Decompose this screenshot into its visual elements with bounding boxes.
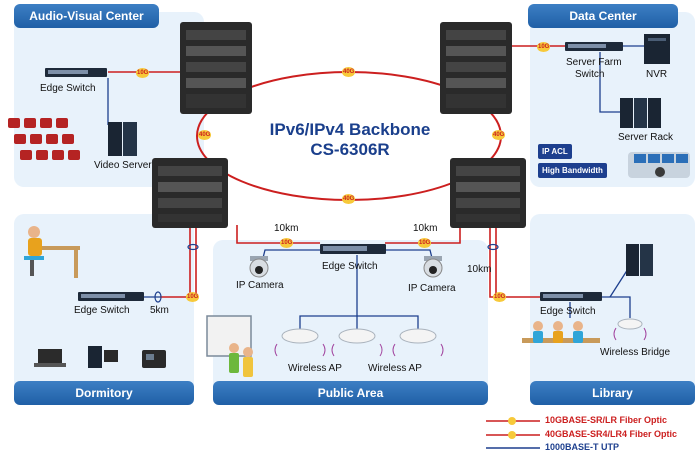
ip-camera-right-icon xyxy=(423,256,443,278)
core-switch-bottom-right xyxy=(450,158,526,228)
edge-switch-dorm xyxy=(78,292,144,301)
edge-switch-av xyxy=(45,68,107,77)
library-rack-icon xyxy=(626,244,653,276)
label-ip-camera-right: IP Camera xyxy=(408,283,456,294)
zone-title-dormitory: Dormitory xyxy=(14,381,194,405)
label-server-rack: Server Rack xyxy=(618,132,674,143)
server-farm-switch xyxy=(565,42,623,51)
fiber-tag-public-right: 10G xyxy=(418,238,432,248)
desktop-pc-icon xyxy=(88,346,118,368)
nvr-icon xyxy=(644,34,670,64)
backbone-model: CS-6306R xyxy=(310,140,390,159)
label-video-server: Video Server xyxy=(94,160,152,171)
wireless-ap-1 xyxy=(281,328,319,344)
ring-tag-top: 40G xyxy=(342,67,356,77)
label-10km-right: 10km xyxy=(413,223,438,234)
label-nvr: NVR xyxy=(646,69,668,80)
label-server-farm-1: Server Farm xyxy=(566,57,622,68)
label-10km-left: 10km xyxy=(274,223,299,234)
core-switch-top-left xyxy=(180,22,252,114)
label-ip-camera-left: IP Camera xyxy=(236,280,284,291)
wireless-bridge-icon xyxy=(613,318,647,341)
fiber-tag-dorm: 10G xyxy=(186,292,200,302)
server-rack-icon xyxy=(620,98,661,128)
ring-tag-right: 40G xyxy=(492,130,506,140)
label-wireless-ap-1: Wireless AP xyxy=(288,363,342,374)
utp-link-wireless-bridge xyxy=(600,296,631,318)
laptop-icon xyxy=(34,349,66,367)
edge-switch-library xyxy=(540,292,602,301)
control-room-icon xyxy=(628,152,690,178)
dormitory-zone xyxy=(14,214,194,404)
legend-10g-fiber: 10GBASE-SR/LR Fiber Optic xyxy=(545,415,668,425)
fiber-tag-dc: 10G xyxy=(537,42,551,52)
legend-utp: 1000BASE-T UTP xyxy=(545,442,620,452)
ip-phone-icon xyxy=(142,350,166,368)
core-switch-top-right xyxy=(440,22,512,114)
ring-tag-left: 40G xyxy=(198,130,212,140)
label-10km-library: 10km xyxy=(467,264,492,275)
video-server-icon xyxy=(108,122,137,156)
fiber-link-public-right xyxy=(385,225,461,244)
wireless-ap-icons xyxy=(281,328,437,344)
fiber-link-dorm xyxy=(160,225,191,298)
library-zone xyxy=(530,214,695,404)
label-wireless-ap-2: Wireless AP xyxy=(368,363,422,374)
label-5km: 5km xyxy=(150,305,169,316)
core-switch-bottom-left xyxy=(152,158,228,228)
zone-title-library: Library xyxy=(530,381,695,405)
wireless-signal-waves xyxy=(274,343,444,357)
label-wireless-bridge: Wireless Bridge xyxy=(600,347,671,358)
wireless-ap-2 xyxy=(338,328,376,344)
fiber-loop-markers xyxy=(154,243,499,303)
legend-40g-fiber: 40GBASE-SR4/LR4 Fiber Optic xyxy=(545,429,678,439)
label-server-farm-2: Switch xyxy=(575,69,605,80)
badge-high-bandwidth: High Bandwidth xyxy=(538,163,607,178)
fiber-link-library xyxy=(489,220,545,298)
ring-tag-bottom: 40G xyxy=(342,194,356,204)
fiber-tag-library: 10G xyxy=(493,292,507,302)
label-edge-switch-dorm: Edge Switch xyxy=(74,305,130,316)
zone-title-public-area: Public Area xyxy=(213,381,488,405)
zone-title-data-center: Data Center xyxy=(528,4,678,28)
utp-link-ap-right xyxy=(357,315,419,330)
label-edge-switch-public: Edge Switch xyxy=(322,261,378,272)
fiber-tag-av: 10G xyxy=(136,68,150,78)
label-edge-switch-library: Edge Switch xyxy=(540,306,596,317)
badge-ip-acl: IP ACL xyxy=(538,144,572,159)
utp-link-cam-left xyxy=(261,249,320,263)
wireless-ap-3 xyxy=(399,328,437,344)
edge-switch-public xyxy=(320,244,386,254)
backbone-title: IPv6/IPv4 Backbone xyxy=(269,120,431,139)
ip-camera-left-icon xyxy=(249,256,269,278)
theatre-seats-icon xyxy=(8,118,80,160)
library-readers-icon xyxy=(522,321,600,343)
presentation-scene-icon xyxy=(206,315,253,377)
utp-link-ap-trunk xyxy=(299,255,358,330)
utp-link-server-rack xyxy=(599,52,620,113)
fiber-tag-public-left: 10G xyxy=(280,238,294,248)
student-desk-icon xyxy=(24,226,80,278)
label-edge-switch-av: Edge Switch xyxy=(40,83,96,94)
zone-title-audio-visual: Audio-Visual Center xyxy=(14,4,159,28)
